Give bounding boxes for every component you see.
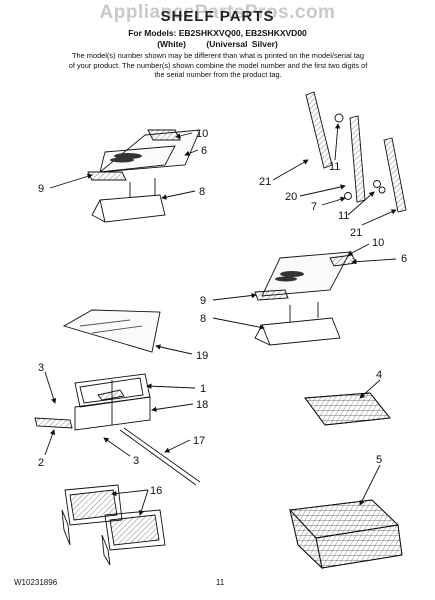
- callout-21-lower: 21: [350, 227, 362, 239]
- color-variants: (White) (Universal Silver): [0, 39, 435, 49]
- callout-1: 1: [200, 383, 206, 395]
- callout-6-upper: 6: [201, 145, 207, 157]
- variant-silver: (Universal Silver): [206, 39, 278, 49]
- rail-assembly: [305, 91, 407, 213]
- callout-3-lower: 3: [133, 455, 139, 467]
- callout-21-upper: 21: [259, 176, 271, 188]
- page-number: 11: [215, 578, 225, 587]
- crisper-cover-frame: [34, 373, 201, 486]
- callout-8-middle: 8: [200, 313, 206, 325]
- callout-10-upper: 10: [196, 128, 208, 140]
- wire-shelf: [304, 392, 391, 426]
- document-number: W10231896: [14, 578, 58, 587]
- callout-10-middle: 10: [372, 237, 384, 249]
- model-numbers: For Models: EB2SHKXVQ00, EB2SHKXVD00: [128, 28, 307, 38]
- page-title: SHELF PARTS: [160, 8, 275, 25]
- leader-lines: [44, 123, 397, 516]
- crisper-drawers: [61, 484, 166, 566]
- callout-2: 2: [38, 457, 44, 469]
- watermark-logo: AppliancePartsPros.com: [99, 2, 336, 23]
- glass-shelf: [62, 309, 161, 353]
- callout-9-middle: 9: [200, 295, 206, 307]
- callout-18: 18: [196, 399, 208, 411]
- callout-9-upper: 9: [38, 183, 44, 195]
- callout-20: 20: [285, 191, 297, 203]
- callout-3-upper: 3: [38, 362, 44, 374]
- callout-7: 7: [311, 201, 317, 213]
- callout-4: 4: [376, 369, 382, 381]
- callout-6-middle: 6: [401, 253, 407, 265]
- shelf-assembly-upper-left: [87, 129, 201, 223]
- callout-16: 16: [150, 485, 162, 497]
- shelf-assembly-middle-right: [254, 251, 357, 346]
- callout-8-upper: 8: [199, 186, 205, 198]
- callout-11-lower: 11: [338, 210, 349, 222]
- callout-labels: 10 6 9 8 11 21 20 7 11 21 10 6 9 8 19 3 …: [38, 128, 407, 497]
- callout-11-upper: 11: [329, 161, 340, 173]
- wire-basket: [289, 499, 403, 570]
- variant-white: (White): [157, 39, 186, 49]
- callout-19: 19: [196, 350, 208, 362]
- callout-5: 5: [376, 454, 382, 466]
- callout-17: 17: [193, 435, 205, 447]
- model-note: The model(s) number shown may be differe…: [68, 51, 368, 80]
